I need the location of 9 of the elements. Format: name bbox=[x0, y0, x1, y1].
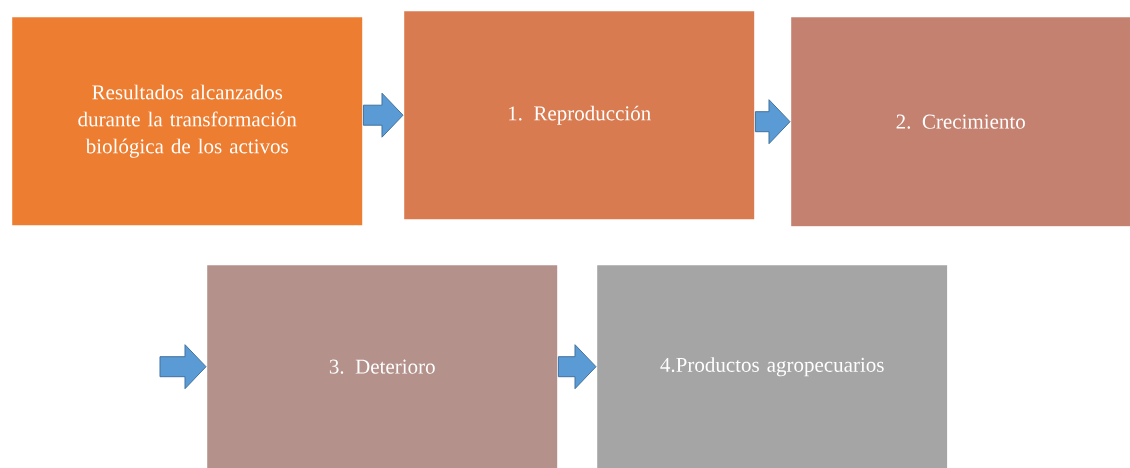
process-box: 1. Reproducción bbox=[404, 11, 755, 220]
block-arrow bbox=[754, 99, 791, 145]
process-box: Resultados alcanzados durante la transformación biológica de los activos bbox=[12, 17, 363, 226]
block-arrow bbox=[159, 344, 207, 390]
block-arrow bbox=[557, 344, 597, 390]
process-box: 2. Crecimiento bbox=[791, 17, 1130, 227]
block-arrow bbox=[362, 92, 404, 138]
process-box: 3. Deterioro bbox=[207, 265, 558, 468]
process-box: 4.Productos agropecuarios bbox=[597, 265, 948, 468]
